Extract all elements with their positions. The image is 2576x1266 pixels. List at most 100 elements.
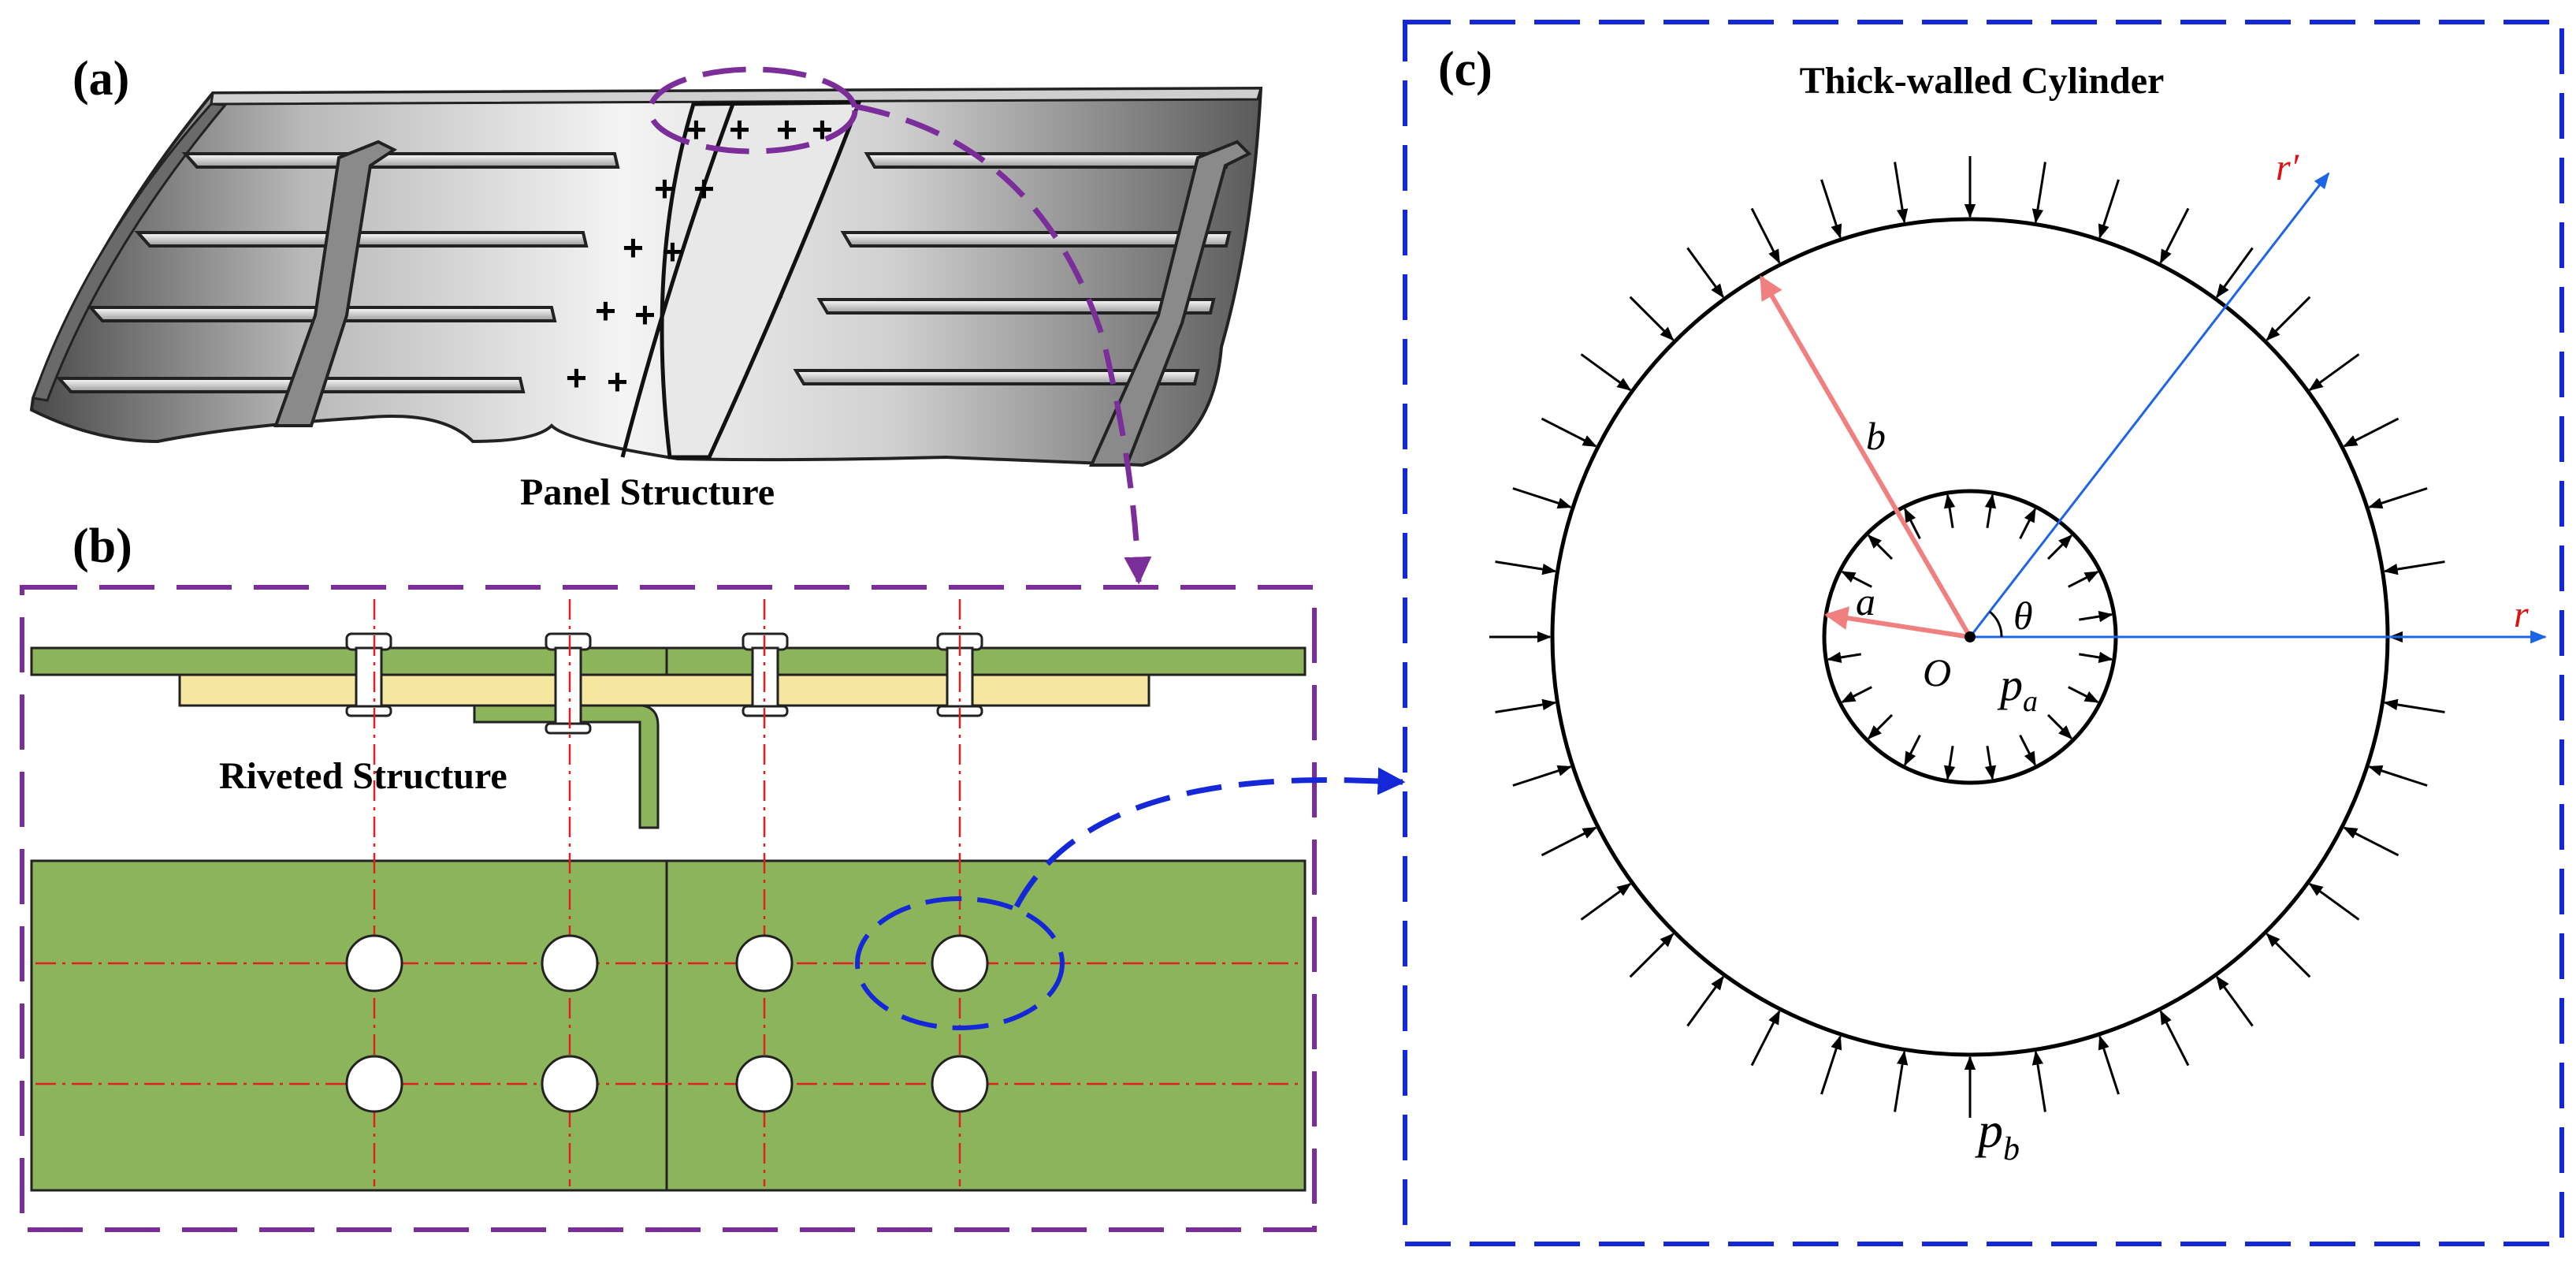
plan-plate — [30, 859, 1307, 1192]
pressure-arrow — [2343, 826, 2399, 857]
stringer — [181, 152, 620, 169]
pressure-arrow — [2368, 765, 2428, 787]
stringer — [840, 231, 1232, 248]
panel-b-tag: (b) — [72, 519, 132, 573]
pressure-arrow — [2079, 651, 2113, 664]
pressure-arrow — [2343, 417, 2399, 448]
pressure-arrow — [2368, 487, 2428, 509]
pressure-arrow — [2266, 933, 2311, 978]
rivet-hole — [931, 934, 989, 992]
pressure-arrow — [1820, 179, 1842, 239]
rivet-hole — [735, 934, 794, 992]
frame-right — [1088, 140, 1252, 467]
stiffener-angle — [473, 704, 660, 829]
pressure-arrow — [1686, 975, 1724, 1027]
pressure-arrow — [1827, 651, 1861, 664]
pressure-arrow — [1750, 207, 1781, 264]
connector-arrow-a-b — [854, 103, 1152, 585]
highlight-ellipse-a — [647, 66, 858, 155]
rivet-hole — [345, 934, 403, 992]
pressure-arrow — [2098, 1035, 2120, 1095]
theta-arc — [1989, 610, 2003, 638]
pressure-arrow — [1629, 296, 1675, 341]
pressure-arrow — [1512, 487, 1572, 509]
right-stringers — [793, 152, 1232, 385]
riveted-plan-view — [30, 599, 1406, 1192]
pressure-arrow — [2159, 1010, 2190, 1067]
rivet-mark: + — [566, 357, 587, 398]
rivet-mark: + — [662, 231, 683, 272]
pressure-arrow — [1894, 162, 1909, 224]
panel-skin-side — [31, 102, 229, 402]
pressure-arrow — [1841, 571, 1872, 588]
label-theta: θ — [2013, 594, 2033, 638]
rivet-mark: + — [686, 109, 707, 150]
pressure-arrow — [1943, 493, 1956, 528]
rivet-mark: + — [729, 109, 750, 150]
panel-b: (b) Riveted Structure — [20, 519, 1406, 1232]
label-b: b — [1866, 414, 1886, 458]
pressure-arrow — [1984, 493, 1997, 528]
label-pb-main: p — [1975, 1102, 2003, 1158]
panel-c-frame — [1403, 20, 2564, 1246]
pressure-arrow — [2383, 698, 2445, 713]
panel-c: (c) Thick-walled Cylinder a b θ O r r′ p… — [1403, 20, 2564, 1246]
pressure-arrow — [2046, 713, 2072, 739]
rivet-mark: + — [776, 109, 797, 150]
highlight-ellipse-b — [855, 896, 1065, 1030]
pressure-arrow — [2031, 162, 2046, 224]
panel-b-caption: Riveted Structure — [219, 755, 507, 797]
pressure-arrow — [1841, 686, 1872, 703]
pressure-arrow — [1495, 698, 1557, 713]
rivet-mark: + — [623, 227, 644, 268]
pressure-arrow — [2383, 560, 2445, 575]
pressure-arrow — [2098, 179, 2120, 239]
rivet-mark: + — [654, 168, 675, 209]
rivet-mark: + — [595, 290, 616, 331]
rivet-hole — [735, 1055, 794, 1113]
frame-left — [273, 140, 397, 427]
pressure-arrow — [1580, 883, 1632, 921]
panel-c-title: Thick-walled Cylinder — [1800, 60, 2165, 102]
panel-a: (a) + + + + — [29, 52, 1263, 585]
radius-b — [1759, 275, 1972, 639]
origin-point — [1965, 631, 1976, 642]
stringer — [816, 298, 1216, 315]
rivet-mark: + — [607, 361, 628, 402]
pressure-arrow — [2046, 534, 2072, 560]
pressure-arrow — [1686, 247, 1724, 299]
pressure-arrow — [1904, 735, 1921, 766]
pressure-arrow — [1820, 1035, 1842, 1095]
label-a: a — [1856, 579, 1875, 624]
riveted-side-view — [30, 632, 1307, 829]
yellow-doubler — [178, 672, 1150, 707]
pressure-arrow — [1984, 746, 1997, 780]
pressure-arrow — [2068, 686, 2099, 703]
label-pa-sub: a — [2023, 685, 2038, 718]
rivet — [545, 632, 592, 735]
rivet-mark: + — [634, 294, 656, 335]
stringer — [793, 369, 1200, 385]
rivet-mark: + — [812, 109, 833, 150]
lap-joint-strip — [660, 100, 862, 460]
stringer — [134, 231, 589, 248]
radius-a — [1824, 606, 1971, 639]
pressure-arrow — [1541, 417, 1597, 448]
pressure-arrow — [2216, 975, 2254, 1027]
pressure-arrow — [1943, 746, 1956, 780]
outer-pressure-arrows — [1489, 156, 2451, 1118]
stringer — [864, 152, 1232, 169]
pressure-arrow — [1580, 353, 1632, 391]
label-pa: pa — [1997, 659, 2038, 718]
pressure-arrow — [1894, 1050, 1909, 1112]
pressure-arrow — [2308, 883, 2360, 921]
left-stringers — [55, 152, 620, 393]
label-origin: O — [1923, 650, 1951, 694]
rivet-hole — [541, 1055, 599, 1113]
pressure-arrow — [1904, 508, 1921, 539]
rivet-mark: + — [693, 168, 715, 209]
pressure-arrow — [2079, 610, 2113, 623]
rivet — [345, 632, 392, 717]
pressure-arrow — [1512, 765, 1572, 787]
